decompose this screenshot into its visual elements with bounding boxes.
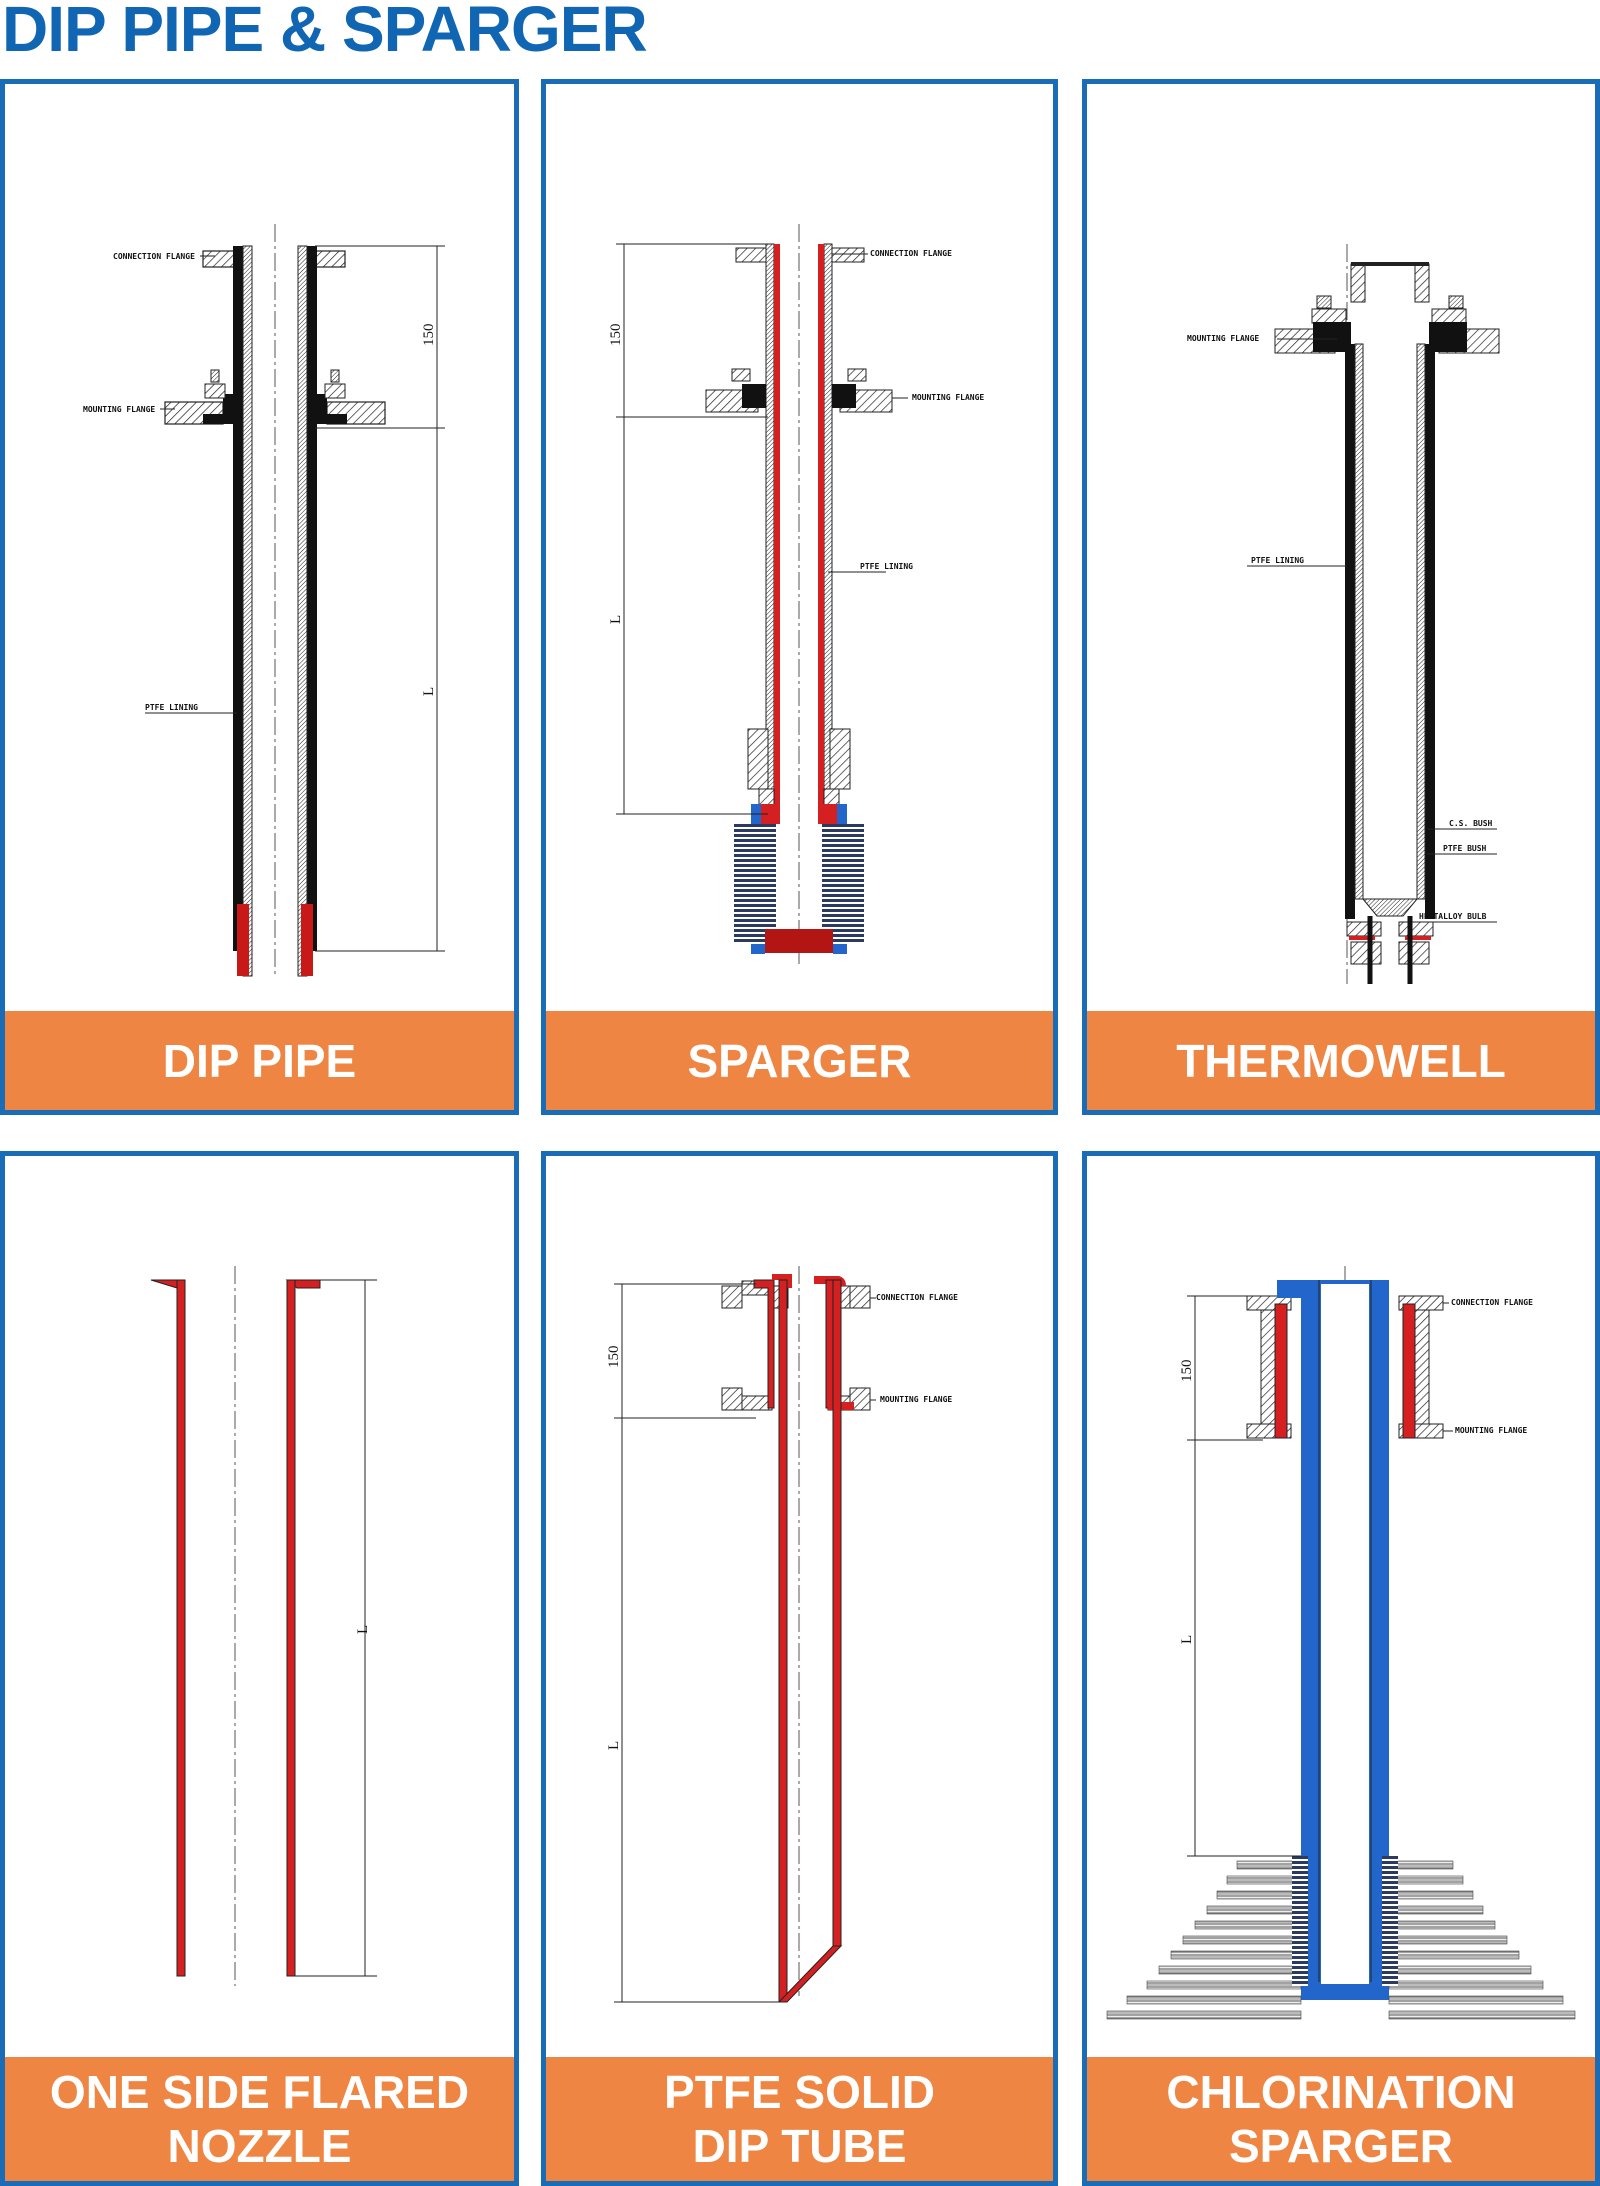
dim-l: L: [1179, 1635, 1195, 1644]
dim-l: L: [608, 615, 624, 624]
dim-150: 150: [606, 1346, 622, 1369]
caption-sparger: SPARGER: [546, 1011, 1053, 1110]
flared-nozzle-drawing: L: [5, 1156, 514, 2036]
fin-stack-left: [1106, 1860, 1302, 2020]
label-ptfe-lining: PTFE LINING: [1251, 556, 1304, 565]
caption-line: DIP PIPE: [162, 1034, 357, 1087]
ptfe-dip-tube-drawing: CONNECTION FLANGE MOUNTING FLANGE 150 L: [546, 1156, 1053, 2036]
card-dip-pipe[interactable]: CONNECTION FLANGE MOUNTING FLANGE PTFE L…: [0, 79, 519, 1115]
chlorination-sparger-drawing: CONNECTION FLANGE MOUNTING FLANGE 150 L: [1087, 1156, 1595, 2036]
caption-line: SPARGER: [687, 1034, 912, 1087]
card-thermowell[interactable]: MOUNTING FLANGE PTFE LINING C.S. BUSH PT…: [1082, 79, 1600, 1115]
label-mounting-flange: MOUNTING FLANGE: [1455, 1426, 1527, 1435]
card-flared-nozzle[interactable]: L ONE SIDE FLARED NOZZLE: [0, 1151, 519, 2186]
dim-150: 150: [608, 324, 624, 347]
label-ptfe-lining: PTFE LINING: [145, 703, 198, 712]
label-hestalloy-bulb: HESTALLOY BULB: [1419, 912, 1487, 921]
label-cs-bush: C.S. BUSH: [1449, 819, 1493, 828]
caption-ptfe-dip-tube: PTFE SOLID DIP TUBE: [546, 2057, 1053, 2181]
caption-line: NOZZLE: [167, 2120, 352, 2172]
label-mounting-flange: MOUNTING FLANGE: [83, 405, 155, 414]
caption-line: DIP TUBE: [692, 2120, 907, 2172]
dim-150: 150: [421, 324, 437, 347]
label-mounting-flange: MOUNTING FLANGE: [1187, 334, 1259, 343]
caption-flared-nozzle: ONE SIDE FLARED NOZZLE: [5, 2057, 514, 2181]
label-connection-flange: CONNECTION FLANGE: [876, 1293, 958, 1302]
label-mounting-flange: MOUNTING FLANGE: [880, 1395, 952, 1404]
card-chlorination-sparger[interactable]: CONNECTION FLANGE MOUNTING FLANGE 150 L …: [1082, 1151, 1600, 2186]
card-ptfe-dip-tube[interactable]: CONNECTION FLANGE MOUNTING FLANGE 150 L …: [541, 1151, 1058, 2186]
label-ptfe-lining: PTFE LINING: [860, 562, 913, 571]
label-mounting-flange: MOUNTING FLANGE: [912, 393, 984, 402]
lining-left: [242, 245, 253, 977]
dim-l: L: [606, 1741, 622, 1750]
caption-line: CHLORINATION: [1166, 2066, 1516, 2118]
caption-thermowell: THERMOWELL: [1087, 1011, 1595, 1110]
label-ptfe-bush: PTFE BUSH: [1443, 844, 1487, 853]
dip-pipe-drawing: CONNECTION FLANGE MOUNTING FLANGE PTFE L…: [5, 84, 514, 984]
thermowell-drawing: MOUNTING FLANGE PTFE LINING C.S. BUSH PT…: [1087, 84, 1595, 984]
caption-chlorination-sparger: CHLORINATION SPARGER: [1087, 2057, 1595, 2181]
dim-l: L: [421, 687, 437, 696]
page-title: DIP PIPE & SPARGER: [2, 0, 648, 65]
caption-line: PTFE SOLID: [664, 2066, 935, 2118]
pipe-wall-right: [307, 246, 317, 951]
red-tip-right: [301, 904, 313, 976]
caption-line: SPARGER: [1228, 2120, 1454, 2172]
caption-dip-pipe: DIP PIPE: [5, 1011, 514, 1110]
dim-150: 150: [1179, 1360, 1195, 1383]
red-tip-left: [237, 904, 249, 976]
label-connection-flange: CONNECTION FLANGE: [1451, 1298, 1533, 1307]
fin-stack-right: [1388, 1860, 1576, 2020]
card-sparger[interactable]: CONNECTION FLANGE MOUNTING FLANGE PTFE L…: [541, 79, 1058, 1115]
caption-line: THERMOWELL: [1176, 1034, 1506, 1087]
label-connection-flange: CONNECTION FLANGE: [113, 252, 195, 261]
pipe-wall-left: [233, 246, 243, 951]
label-connection-flange: CONNECTION FLANGE: [870, 249, 952, 258]
dim-l: L: [355, 1625, 371, 1634]
caption-line: ONE SIDE FLARED: [49, 2066, 470, 2118]
lining-right: [297, 245, 308, 977]
sparger-drawing: CONNECTION FLANGE MOUNTING FLANGE PTFE L…: [546, 84, 1053, 984]
